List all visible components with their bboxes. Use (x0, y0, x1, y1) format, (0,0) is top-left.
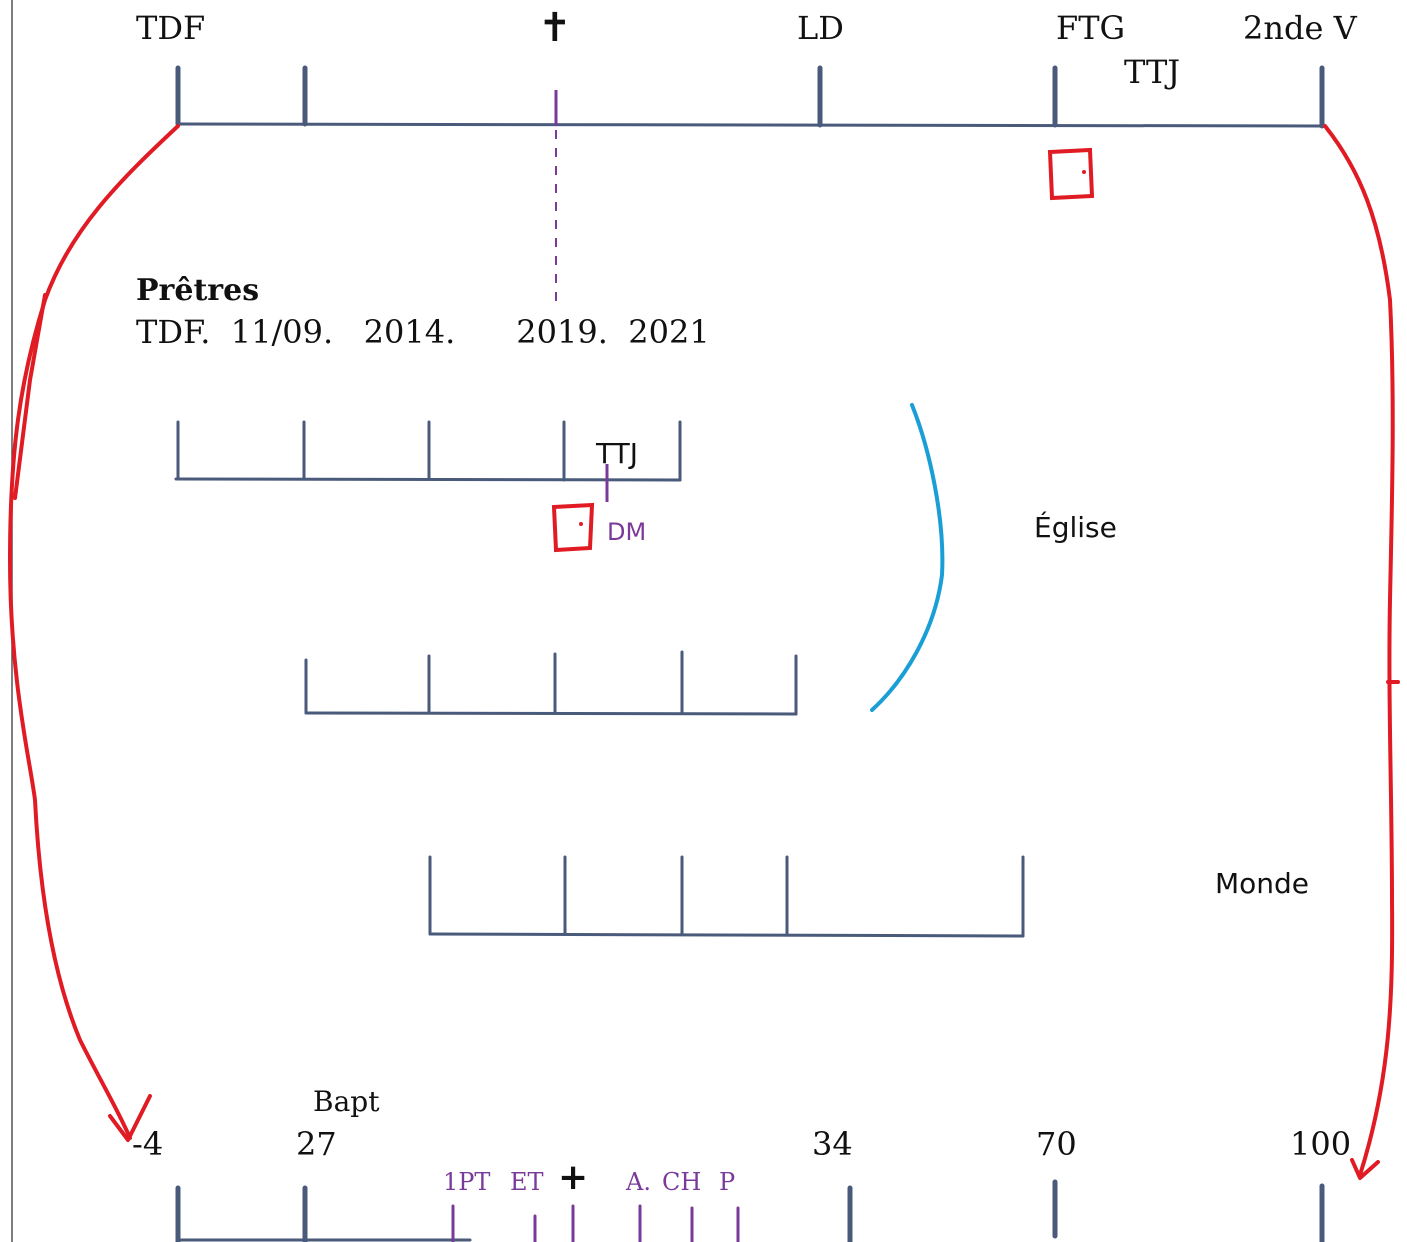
cross-icon: + (558, 1157, 589, 1198)
top-axis (176, 122, 1324, 128)
event-label: A. (626, 1168, 651, 1196)
event-label: 1PT (443, 1168, 491, 1196)
label-ftg: FTG (1056, 9, 1126, 47)
event-label: ET (510, 1168, 544, 1196)
left-arrow (8, 124, 180, 1142)
right-arrow (1323, 124, 1400, 1180)
age-label: 100 (1290, 1125, 1352, 1163)
bottom-timeline (175, 1179, 1325, 1242)
event-label: P (719, 1168, 736, 1196)
age-label: 34 (812, 1125, 853, 1163)
pretres-timeline (174, 420, 682, 482)
arrow-head (1350, 1158, 1380, 1180)
top-timeline (175, 65, 1325, 129)
event-label: CH (662, 1168, 702, 1196)
label-tdf: TDF (136, 9, 206, 47)
arrow-head (108, 1094, 152, 1142)
label-ttj-mid: TTJ (596, 437, 638, 470)
age-label: 70 (1036, 1125, 1077, 1163)
cross-icon: ✝ (538, 5, 572, 51)
world-timeline (428, 855, 1025, 938)
church-arc (870, 403, 945, 712)
label-ld: LD (797, 9, 844, 47)
label-eglise: Église (1034, 511, 1117, 544)
label-bapt: Bapt (313, 1085, 380, 1118)
door-icon (551, 502, 595, 553)
age-label: 27 (296, 1125, 337, 1163)
label-dm: DM (607, 518, 647, 546)
door-icon (1047, 147, 1095, 201)
age-label: -4 (132, 1125, 164, 1163)
label-2nde-v: 2nde V (1243, 9, 1357, 47)
label-monde: Monde (1215, 867, 1310, 900)
label-ttj-top: TTJ (1124, 53, 1181, 91)
pretres-title: Prêtres (136, 273, 260, 308)
bottom-event-ticks (451, 1204, 740, 1242)
church-timeline (304, 650, 798, 716)
pretres-dates: TDF. 11/09. 2014. 2019. 2021 (136, 313, 710, 351)
